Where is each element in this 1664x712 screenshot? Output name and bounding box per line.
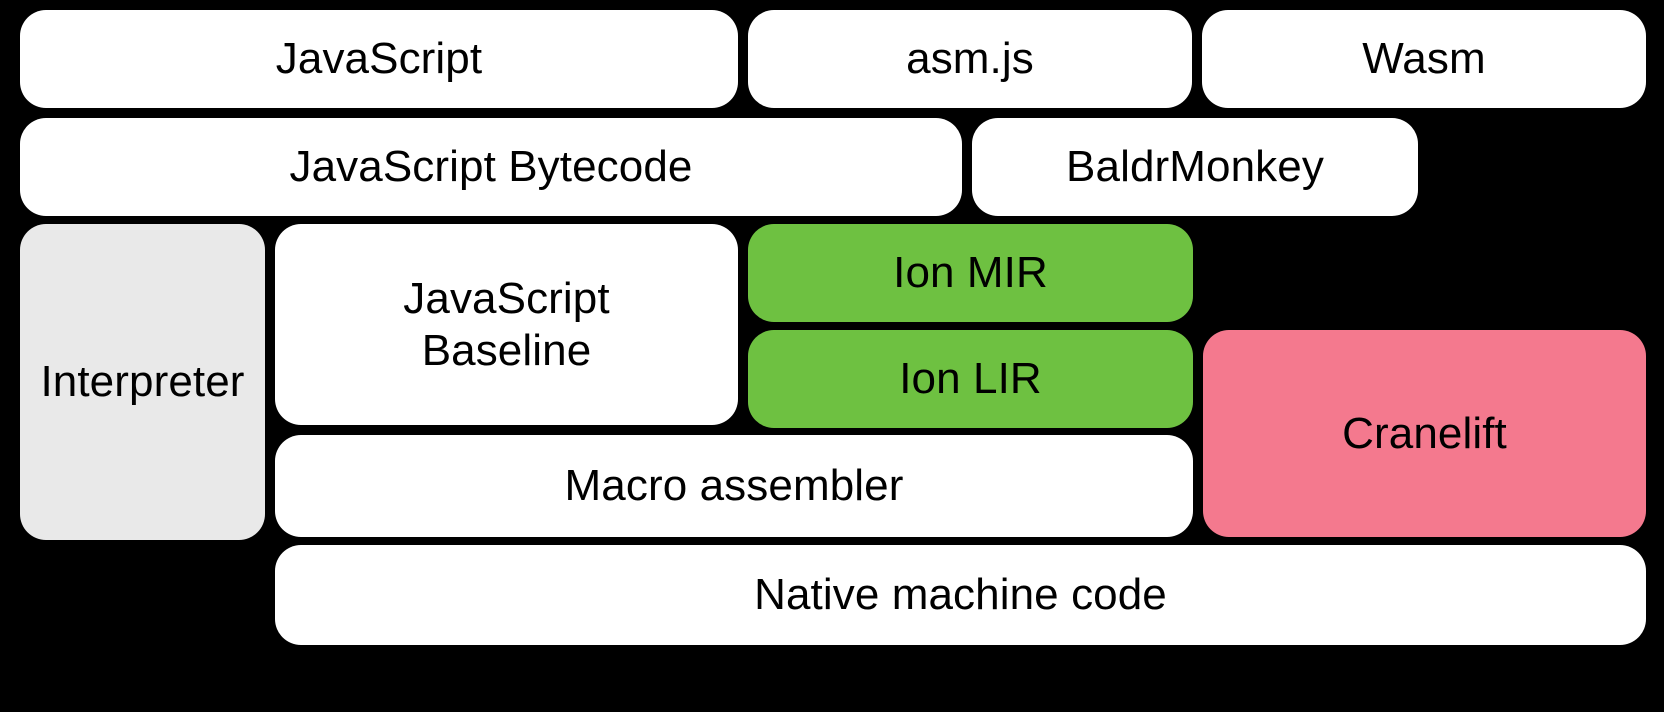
node-macro-assembler[interactable]: Macro assembler	[275, 435, 1193, 537]
node-asmjs[interactable]: asm.js	[748, 10, 1192, 108]
node-baldrmonkey[interactable]: BaldrMonkey	[972, 118, 1418, 216]
node-javascript[interactable]: JavaScript	[20, 10, 738, 108]
node-interpreter[interactable]: Interpreter	[20, 224, 265, 540]
node-ion-lir[interactable]: Ion LIR	[748, 330, 1193, 428]
node-cranelift[interactable]: Cranelift	[1203, 330, 1646, 537]
node-javascript-bytecode[interactable]: JavaScript Bytecode	[20, 118, 962, 216]
node-wasm[interactable]: Wasm	[1202, 10, 1646, 108]
node-native-machine-code[interactable]: Native machine code	[275, 545, 1646, 645]
node-ion-mir[interactable]: Ion MIR	[748, 224, 1193, 322]
node-javascript-baseline[interactable]: JavaScript Baseline	[275, 224, 738, 425]
